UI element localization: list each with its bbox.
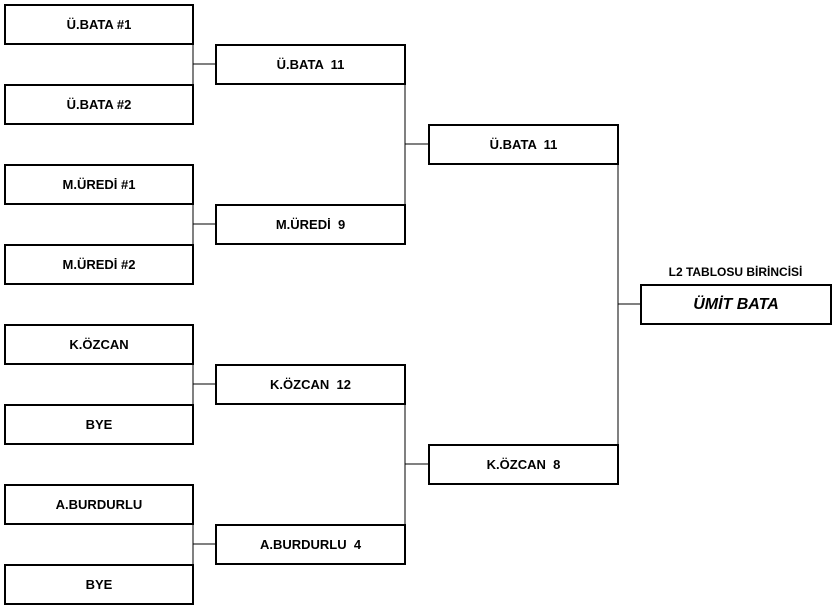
round3-slot-1: Ü.BATA 11 [428, 124, 619, 165]
round2-slot-2: M.ÜREDİ 9 [215, 204, 406, 245]
champion-label: L2 TABLOSU BİRİNCİSİ [668, 265, 803, 279]
round3-slot-2: K.ÖZCAN 8 [428, 444, 619, 485]
round1-slot-2: Ü.BATA #2 [4, 84, 194, 125]
round2-slot-3: K.ÖZCAN 12 [215, 364, 406, 405]
round2-slot-1: Ü.BATA 11 [215, 44, 406, 85]
round1-slot-8: BYE [4, 564, 194, 605]
round1-slot-7: A.BURDURLU [4, 484, 194, 525]
round1-slot-4: M.ÜREDİ #2 [4, 244, 194, 285]
round1-slot-3: M.ÜREDİ #1 [4, 164, 194, 205]
round2-slot-4: A.BURDURLU 4 [215, 524, 406, 565]
round1-slot-1: Ü.BATA #1 [4, 4, 194, 45]
round1-slot-5: K.ÖZCAN [4, 324, 194, 365]
round1-slot-6: BYE [4, 404, 194, 445]
champion-name: ÜMİT BATA [640, 284, 832, 325]
